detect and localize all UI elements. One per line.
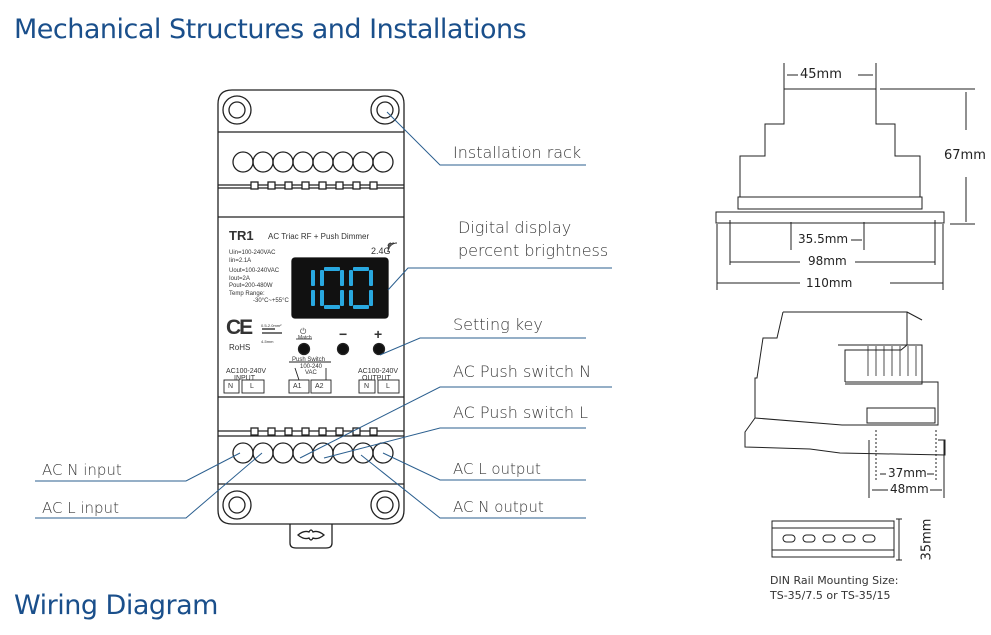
callout-n-input: AC N input <box>42 461 122 479</box>
terminal-output-l: L <box>386 383 390 390</box>
ce-mark: CE <box>226 316 253 339</box>
terminal-input-n: N <box>228 383 234 390</box>
section-heading-wiring: Wiring Diagram <box>14 590 218 621</box>
din-rail-note: DIN Rail Mounting Size: TS-35/7.5 or TS-… <box>770 573 898 603</box>
wire-spec-bottom: 4-5mm <box>261 339 274 344</box>
din-rail-note-line2: TS-35/7.5 or TS-35/15 <box>770 589 891 602</box>
mount-hole-top-right <box>370 95 400 125</box>
din-rail-drawing <box>771 518 902 561</box>
callout-digital-display: Digital display <box>458 218 572 237</box>
callout-l-output: AC L output <box>453 460 541 478</box>
leader-push-switch-n <box>299 386 612 459</box>
leader-setting-key <box>379 337 586 356</box>
callout-push-switch-l: AC Push switch L <box>453 403 589 422</box>
key-label-match: Match <box>298 335 312 341</box>
mount-hole-bottom-right <box>370 490 400 520</box>
terminal-a1: A1 <box>293 383 302 390</box>
callout-n-output: AC N output <box>453 498 544 516</box>
din-rail-note-line1: DIN Rail Mounting Size: <box>770 574 899 587</box>
setting-key-plus <box>372 342 386 356</box>
leader-n-input <box>35 452 241 482</box>
callout-l-input: AC L input <box>42 499 119 517</box>
output-terminal-label: AC100-240V <box>358 368 399 375</box>
setting-key-match <box>297 342 311 356</box>
dim-height: 67mm <box>944 148 986 163</box>
push-switch-voltage: 100-240 <box>300 364 323 370</box>
device-subtitle: AC Triac RF + Push Dimmer <box>268 232 370 241</box>
rf-signal-icon <box>387 242 398 253</box>
dim-hole-span: 98mm <box>808 254 847 268</box>
device-body <box>217 89 405 525</box>
terminal-input-l: L <box>250 383 254 390</box>
leader-installation-rack <box>386 111 586 166</box>
leader-l-input <box>35 452 263 519</box>
dim-side-outer: 48mm <box>890 482 929 496</box>
mount-hole-top-left <box>222 95 252 125</box>
leader-digital-display <box>387 267 612 291</box>
leader-lines <box>35 111 612 519</box>
push-switch-label: Push Switch <box>292 357 326 363</box>
leader-push-switch-l <box>323 427 586 459</box>
plus-icon: + <box>374 326 383 342</box>
mount-hole-bottom-left <box>222 490 252 520</box>
leader-l-output <box>382 452 586 481</box>
input-terminal-label: AC100-240V <box>226 368 267 375</box>
device-model: TR1 <box>229 228 254 243</box>
dim-rail-gap: 35.5mm <box>798 232 849 246</box>
dimension-3d-view <box>744 311 946 498</box>
dim-total-width: 110mm <box>806 276 853 290</box>
bottom-terminal-screws <box>232 442 394 464</box>
section-heading-mechanical: Mechanical Structures and Installations <box>14 14 527 45</box>
callout-percent-brightness: percent brightness <box>458 241 609 260</box>
din-clip <box>289 524 333 549</box>
output-terminal-sub: OUTPUT <box>362 375 391 382</box>
callout-setting-key: Setting key <box>453 315 543 334</box>
display-digits <box>311 267 373 309</box>
rohs-mark: RoHS <box>229 343 251 352</box>
push-switch-vac: VAC <box>305 370 317 376</box>
callout-push-switch-n: AC Push switch N <box>453 362 592 381</box>
dim-top-width: 45mm <box>800 67 842 82</box>
dim-din-height: 35mm <box>919 518 935 561</box>
leader-n-output <box>360 454 586 519</box>
wire-spec-top: 0.5-2.0mm² <box>261 323 282 328</box>
terminal-a2: A2 <box>315 383 324 390</box>
digital-display <box>291 257 389 319</box>
minus-icon: − <box>339 326 348 342</box>
setting-key-minus <box>336 342 350 356</box>
rf-band-label: 2.4G <box>371 246 391 256</box>
power-icon: ⏻ <box>300 327 307 336</box>
terminal-output-n: N <box>364 383 370 390</box>
dimension-front-view <box>715 63 975 290</box>
dim-side-inner: 37mm <box>888 466 927 480</box>
input-terminal-sub: INPUT <box>234 375 255 382</box>
top-terminal-screws <box>232 151 394 173</box>
callout-installation-rack: Installation rack <box>453 143 582 162</box>
